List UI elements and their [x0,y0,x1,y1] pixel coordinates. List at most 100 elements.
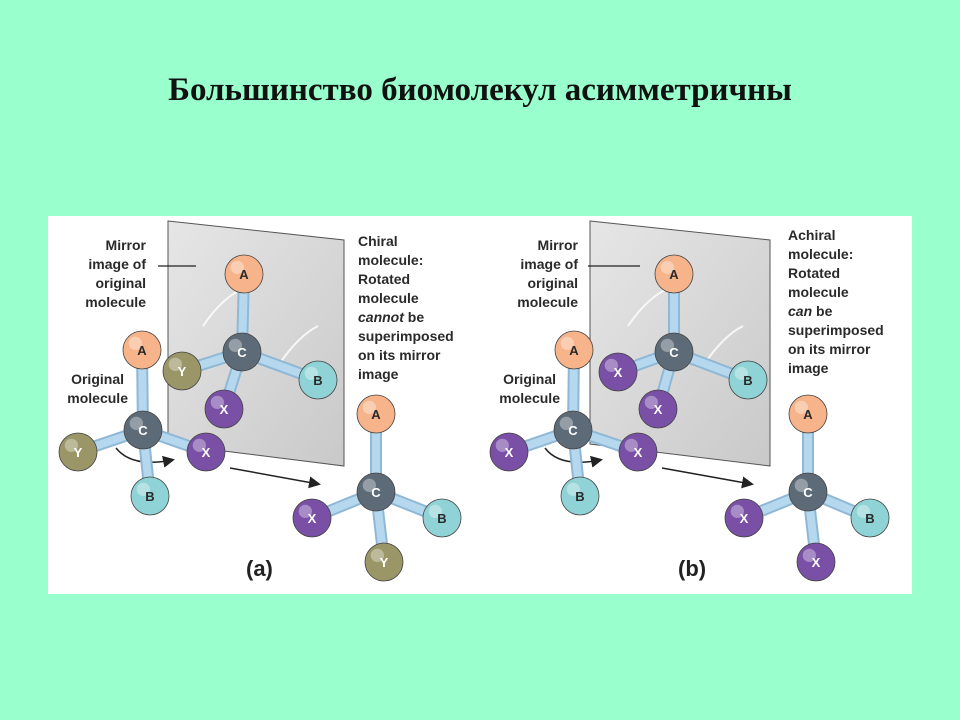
atom-shine [566,482,580,496]
atom-label: C [237,345,247,360]
atom-sphere [123,410,163,450]
atom-x: X [292,498,332,538]
atom-label: Y [74,445,83,460]
description-line: Achiral [788,227,835,243]
atom-shine [734,366,748,380]
atom-sphere [356,472,396,512]
atom-shine [560,336,574,350]
slide-title: Большинство биомолекул асимметричны [168,72,792,108]
atom-shine [624,438,638,452]
description-line: image [358,366,399,382]
rotation-arrow-a [115,447,175,468]
atom-shine [495,438,509,452]
atom-shine [660,338,674,352]
atom-shine [794,478,808,492]
atom-shine [192,438,207,452]
mirror-label-a-line2: image of [88,256,146,272]
description-line: molecule: [358,252,423,268]
atom-shine [856,504,870,518]
atom-shine [362,478,376,492]
atom-label: A [371,407,381,422]
atom-label: A [803,407,813,422]
original-label-b-line1: Original [503,371,556,387]
description-line: can be [788,303,833,319]
atom-label: Y [380,555,389,570]
atom-label: X [614,365,623,380]
atom-sphere [618,432,658,472]
atom-sphere [58,432,98,472]
atom-x: X [186,432,226,472]
atom-sphere [850,498,890,538]
atom-a: A [356,394,396,434]
atom-x: X [489,432,529,472]
mirror-label-b-line2: image of [520,256,578,272]
atom-shine [136,482,150,496]
atom-shine [128,336,142,350]
original-label-a-line2: molecule [67,390,128,406]
atom-label: X [654,402,663,417]
atom-sphere [796,542,836,582]
mirror-label-b-line3: original [527,275,578,291]
atom-a: A [554,330,594,370]
atom-label: B [313,373,322,388]
description-line: cannot be [358,309,424,325]
atom-b: B [130,476,170,516]
atom-shine [298,504,312,518]
atom-sphere [186,432,226,472]
atom-a: A [788,394,828,434]
atom-label: X [812,555,821,570]
description-line: Rotated [788,265,840,281]
mirror-label-a-line1: Mirror [106,237,147,253]
description-line: superimposed [788,322,884,338]
atom-shine [660,260,674,274]
atom-b: B [422,498,462,538]
atom-c: C [788,472,828,512]
original-label-b-line2: molecule [499,390,560,406]
atom-sphere [130,476,170,516]
atom-sphere [224,254,264,294]
atom-label: A [669,267,679,282]
atom-shine [644,395,658,409]
atom-label: X [740,511,749,526]
description-line: molecule [788,284,849,300]
atom-b: B [560,476,600,516]
atom-sphere [654,332,694,372]
atom-x: X [618,432,658,472]
atom-shine [604,358,618,372]
atom-x: X [598,352,638,392]
atom-sphere [122,330,162,370]
atom-sphere [654,254,694,294]
description-line: Chiral [358,233,398,249]
atom-shine [129,416,143,430]
atom-label: B [145,489,154,504]
rotated-molecule-a: A X B Y C [292,394,462,582]
atom-sphere [356,394,396,434]
atom-label: C [371,485,381,500]
atom-sphere [364,542,404,582]
atom-c: C [654,332,694,372]
atom-a: A [654,254,694,294]
atom-label: A [569,343,579,358]
mirror-label-b-line1: Mirror [538,237,579,253]
description-line: superimposed [358,328,454,344]
atom-shine [370,548,384,562]
atom-x: X [638,389,678,429]
atom-sphere [638,389,678,429]
original-label-a-line1: Original [71,371,124,387]
atom-sphere [724,498,764,538]
mirror-label-a-line4: molecule [85,294,146,310]
atom-x: X [204,389,244,429]
description-line: on its mirror [358,347,441,363]
atom-sphere [489,432,529,472]
atom-label: C [803,485,813,500]
atom-sphere [728,360,768,400]
atom-sphere [162,351,202,391]
atom-a: A [224,254,264,294]
atom-sphere [788,394,828,434]
description-line: molecule [358,290,419,306]
